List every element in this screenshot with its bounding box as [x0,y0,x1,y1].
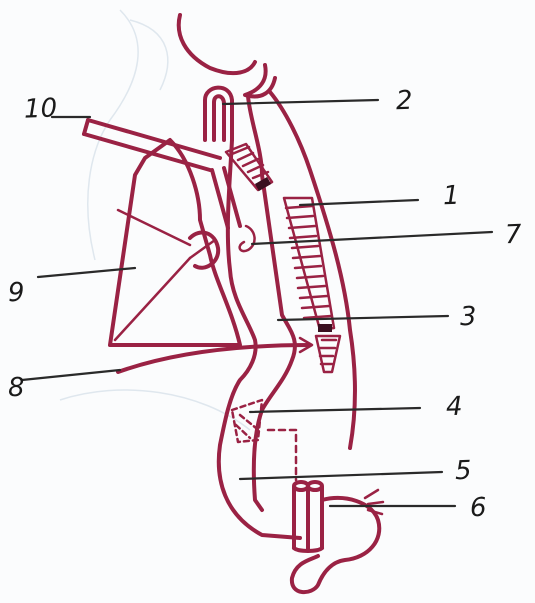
label-10: 10 [24,95,58,122]
body-outline-right [270,92,355,448]
label-7: 7 [505,222,522,249]
leader-4 [250,408,420,412]
faint-outline [88,10,138,260]
stomach-curve [292,498,379,592]
faint-outline [60,390,250,430]
lung-line [115,258,190,340]
label-5: 5 [455,458,472,485]
bronchus-cap [84,120,88,134]
label-2: 2 [396,88,413,115]
neck-outline [179,15,255,73]
label-9: 9 [8,280,25,307]
label-8: 8 [8,375,25,402]
lung-outline [110,140,240,345]
curl-element [240,226,255,251]
label-3: 3 [460,304,477,331]
label-6: 6 [470,495,487,522]
bronchus-tube [84,120,220,170]
leader-7 [252,232,492,244]
leader-8 [22,370,120,380]
label-4: 4 [446,394,463,421]
dashed-tube [268,430,296,480]
descending-vessel [212,168,240,228]
leader-1 [300,200,418,205]
leader-5 [240,472,442,479]
loop-tube-inner [214,96,224,140]
label-1: 1 [443,183,460,210]
faint-outline [130,20,168,90]
vessel-8 [118,345,310,372]
fan-end [316,336,340,372]
clip-marker [318,324,332,332]
double-cylinder [294,482,322,551]
leader-2 [223,100,378,104]
